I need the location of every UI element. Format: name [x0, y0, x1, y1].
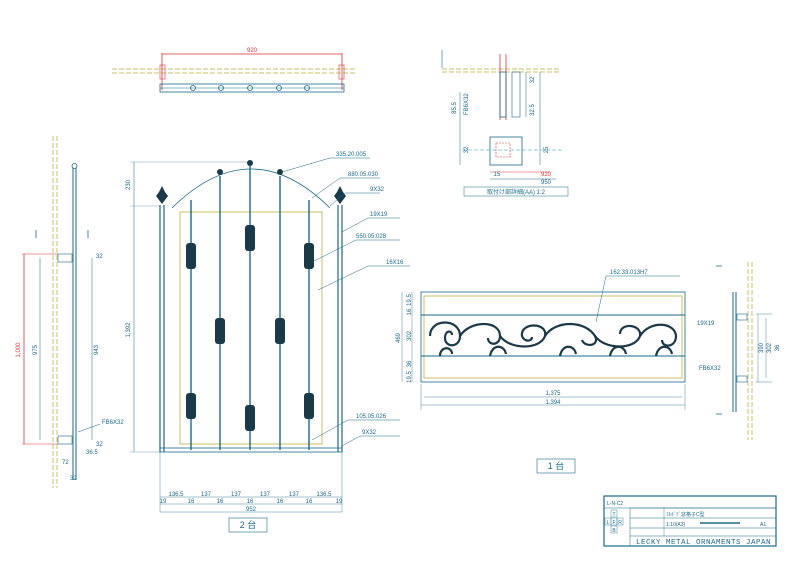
gate-post-dim-2: 16 — [217, 499, 224, 505]
side-view: 1,000 975 943 32 36.5 32 72 32 FB6X32 — [16, 136, 124, 488]
panel-right-callout-1: FB6X32 — [699, 366, 721, 372]
detail-dim-0: 32 — [530, 76, 536, 83]
side-dim-3: 32 — [96, 254, 103, 260]
side-dim-2: 943 — [94, 344, 100, 355]
detail-aa: 32 32.5 25 85.5 15 920 950 32 FB6X32 取付け… — [441, 50, 569, 197]
panel-width-outer: 1,394 — [545, 400, 561, 406]
side-callout: FB6X32 — [102, 420, 124, 426]
detail-dim-7: 32 — [464, 146, 470, 153]
gate-bottom-dim-2: 137 — [231, 492, 242, 498]
side-dim-5: 32 — [96, 442, 103, 448]
detail-dim-4: 15 — [494, 172, 501, 178]
top-width-label: 920 — [247, 48, 258, 54]
panel-left-dim-0: 19.5 — [407, 294, 413, 306]
gate-height-top: 230 — [126, 179, 132, 190]
gate-post-dim-4: 16 — [277, 499, 284, 505]
tb-proj-right: R — [618, 520, 622, 526]
gate-post-dim-0: 19 — [160, 499, 167, 505]
gate-bottom-dim-3: 137 — [260, 492, 271, 498]
gate-callout-4: 550.05.028 — [356, 234, 387, 240]
panel-left-dim-3: 36 — [407, 360, 413, 367]
detail-dim-1: 32.5 — [530, 104, 536, 116]
gate-overall-width: 952 — [246, 507, 257, 513]
top-view: 920 — [112, 48, 356, 93]
gate-callout-1: 880.05.030 — [348, 172, 379, 178]
panel-right-dim-2: 36 — [775, 344, 781, 351]
tb-company: LECKY METAL ORNAMENTS JAPAN — [636, 539, 771, 547]
panel-callout: 162.33.013H7 — [610, 270, 648, 276]
gate-callout-3: 19X19 — [370, 212, 388, 218]
panel-left-dim-1: 16 — [407, 308, 413, 315]
detail-dim-6: 950 — [541, 180, 552, 186]
gate-post-dim-3: 16 — [247, 499, 254, 505]
panel-quantity: 1 台 — [548, 460, 565, 471]
front-gate: 230 1,392 136.5 137 137 137 137 136.5 19… — [126, 152, 410, 533]
detail-dim-2: 25 — [544, 146, 550, 153]
gate-callout-0: 335.20.005 — [336, 152, 367, 158]
title-block: L-N-C2 ﾌﾙﾎﾞﾃﾞ窓格子C型 1:10(A3) A1 T L F R B… — [603, 495, 777, 547]
panel-left-dim-4: 19.5 — [407, 371, 413, 383]
detail-caption: 取付け部詳細(AA) 1:2 — [487, 188, 546, 196]
side-dim-6: 72 — [62, 460, 69, 466]
panel-height-total: 469 — [396, 332, 402, 343]
detail-callout: FB6X32 — [464, 93, 470, 115]
tb-proj-bottom: B — [612, 528, 616, 534]
side-dim-7: 32 — [70, 476, 77, 482]
tb-code: L-N-C2 — [607, 501, 623, 507]
tb-proj-front: F — [612, 520, 615, 526]
gate-bottom-dim-5: 136.5 — [316, 492, 332, 498]
gate-post-dim-1: 16 — [188, 499, 195, 505]
tb-scale: 1:10(A3) — [666, 522, 686, 528]
detail-dim-5: 920 — [541, 172, 552, 178]
gate-bottom-dim-4: 137 — [289, 492, 300, 498]
detail-dim-3: 85.5 — [452, 102, 458, 114]
gate-callout-5: 16X16 — [386, 260, 404, 266]
tb-proj-left: L — [607, 520, 610, 526]
side-dim-4: 36.5 — [86, 450, 98, 456]
tb-sheet: A1 — [760, 522, 766, 528]
panel-side-view: 390 302 36 19X19 FB6X32 — [697, 262, 781, 440]
panel-right-callout-0: 19X19 — [697, 321, 715, 327]
tb-name: ﾌﾙﾎﾞﾃﾞ窓格子C型 — [666, 511, 705, 518]
panel-right-dim-0: 390 — [759, 342, 765, 353]
panel-view: 1,375 1,394 469 19.5 16 302 36 19.5 162.… — [396, 270, 686, 474]
gate-callout-2: 9X32 — [370, 187, 385, 193]
gate-callout-7: 9X32 — [362, 430, 377, 436]
gate-post-dim-6: 19 — [336, 499, 343, 505]
side-dim-0: 1,000 — [16, 342, 22, 358]
gate-post-dim-5: 16 — [306, 499, 313, 505]
panel-width-inner: 1,375 — [545, 391, 561, 397]
gate-quantity: 2 台 — [240, 519, 257, 530]
gate-bottom-dim-0: 136.5 — [168, 492, 184, 498]
gate-callout-6: 105.05.026 — [356, 414, 387, 420]
tb-proj-top: T — [612, 512, 615, 518]
panel-left-dim-2: 302 — [407, 330, 413, 341]
side-dim-1: 975 — [33, 344, 39, 355]
panel-right-dim-1: 302 — [767, 342, 773, 353]
gate-bottom-dim-1: 137 — [201, 492, 212, 498]
gate-height-main: 1,392 — [126, 322, 132, 338]
